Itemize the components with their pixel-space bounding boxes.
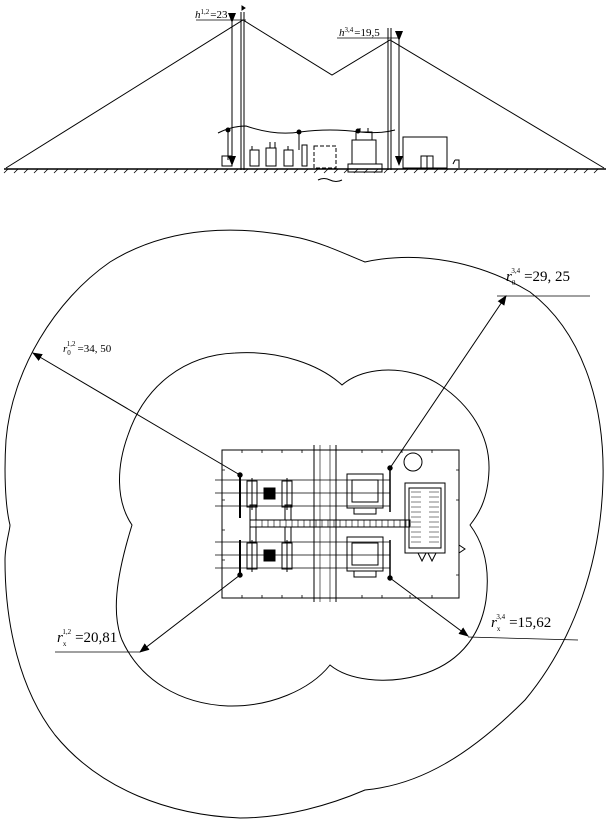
protection-zone-envelope	[5, 19, 605, 169]
mast-1-2	[240, 5, 246, 170]
switchgear-bay-bottom	[246, 540, 293, 572]
radius-rx-1-2	[139, 574, 241, 653]
road	[313, 445, 337, 602]
transformer-2-plan	[346, 536, 384, 578]
radius-r0-1-2	[32, 352, 241, 476]
outer-protection-zone	[4, 229, 604, 819]
elevation-view	[3, 5, 606, 182]
label-rx-3-4: rx3,4=15,62	[491, 613, 551, 633]
ground-hatch	[3, 168, 599, 174]
building-elevation	[402, 136, 448, 169]
fence-post	[452, 159, 460, 168]
radius-rx-3-4	[389, 577, 469, 637]
transformer-elevation	[317, 128, 383, 182]
label-r0-1-2: r01,2=34, 50	[63, 340, 112, 357]
fence-posts	[222, 450, 459, 598]
label-rx-1-2: rx1,2=20,81	[57, 628, 117, 648]
plan-view	[4, 229, 604, 819]
substation-fence	[221, 449, 460, 599]
inner-protection-zone	[115, 352, 490, 707]
mast-3-4	[387, 28, 392, 170]
control-building-plan	[404, 482, 446, 563]
label-h-1-2: h1,2=23	[195, 8, 228, 21]
transformer-1-plan	[346, 473, 384, 515]
switchgear-elevation	[221, 142, 337, 169]
water-tank-plan	[403, 452, 423, 472]
radius-r0-3-4	[389, 295, 507, 469]
label-r0-3-4: r03,4=29, 25	[506, 267, 570, 287]
label-h-3-4: h3,4=19,5	[339, 26, 380, 39]
